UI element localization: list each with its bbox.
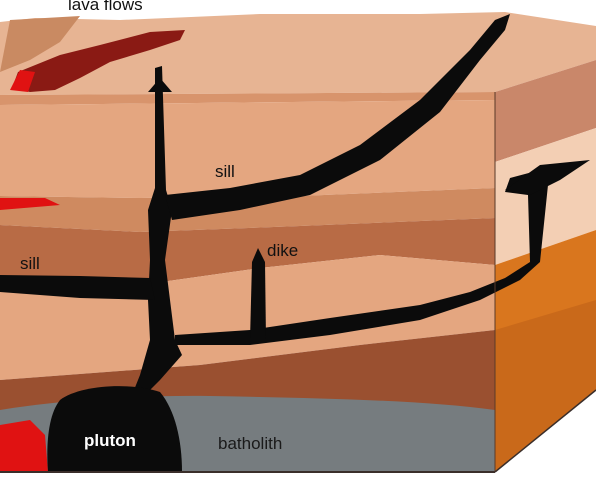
layer-upper-medium <box>0 188 495 232</box>
layer-surface-band <box>0 92 495 105</box>
left-sill <box>0 275 155 300</box>
red-magma-left <box>0 420 48 472</box>
lava-flow <box>12 30 185 92</box>
right-face-shade <box>495 300 596 472</box>
magma-plumbing <box>0 14 590 472</box>
label-lava-flows: lava flows <box>68 0 143 14</box>
lower-sill <box>175 170 548 345</box>
right-face-sill <box>505 160 590 195</box>
vent <box>148 78 172 92</box>
surface-ridge <box>0 16 80 72</box>
main-conduit <box>130 66 182 400</box>
label-pluton: pluton <box>84 431 136 450</box>
lava-flow-highlight <box>10 70 35 92</box>
lava-flow-left <box>0 198 60 210</box>
label-dike: dike <box>267 241 299 260</box>
label-sill-left: sill <box>20 254 40 273</box>
upper-sill <box>165 14 510 220</box>
label-sill-upper: sill <box>215 162 235 181</box>
layer-middle-dark <box>0 218 495 290</box>
dike-conduit <box>250 248 266 340</box>
label-batholith: batholith <box>218 434 283 453</box>
layer-upper-light <box>0 100 495 198</box>
pluton-body <box>47 386 183 472</box>
